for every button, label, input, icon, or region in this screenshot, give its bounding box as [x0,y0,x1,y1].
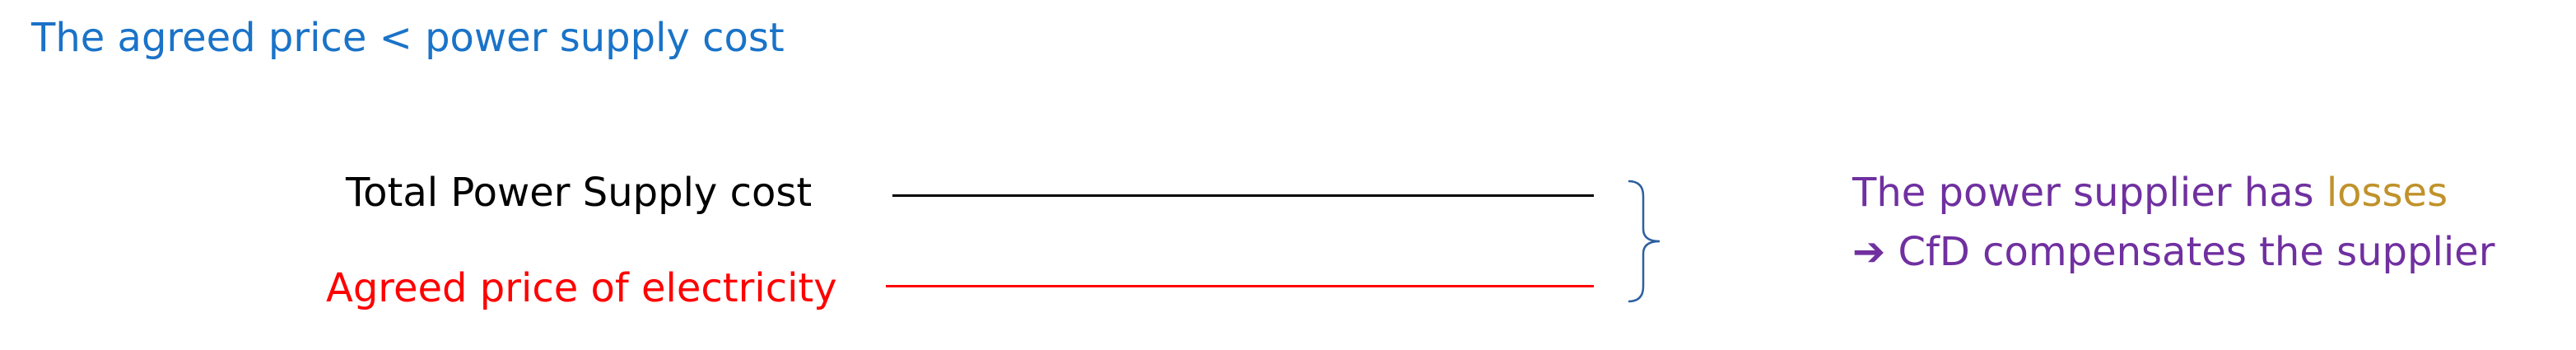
total-power-supply-cost-line [892,194,1594,197]
agreed-price-label: Agreed price of electricity [326,265,837,311]
diagram-heading: The agreed price < power supply cost [31,15,785,61]
result-prefix: The power supplier has [1852,170,2327,216]
agreed-price-line [886,285,1594,287]
right-brace-icon [1628,180,1661,303]
right-arrow-icon: ➔ [1852,229,1886,275]
result-compensation-text: ➔ CfD compensates the supplier [1852,232,2494,272]
compensation-text: CfD compensates the supplier [1885,229,2495,275]
result-losses-text: The power supplier has losses [1852,173,2448,212]
losses-word: losses [2326,170,2448,216]
total-power-supply-cost-label: Total Power Supply cost [346,170,813,216]
